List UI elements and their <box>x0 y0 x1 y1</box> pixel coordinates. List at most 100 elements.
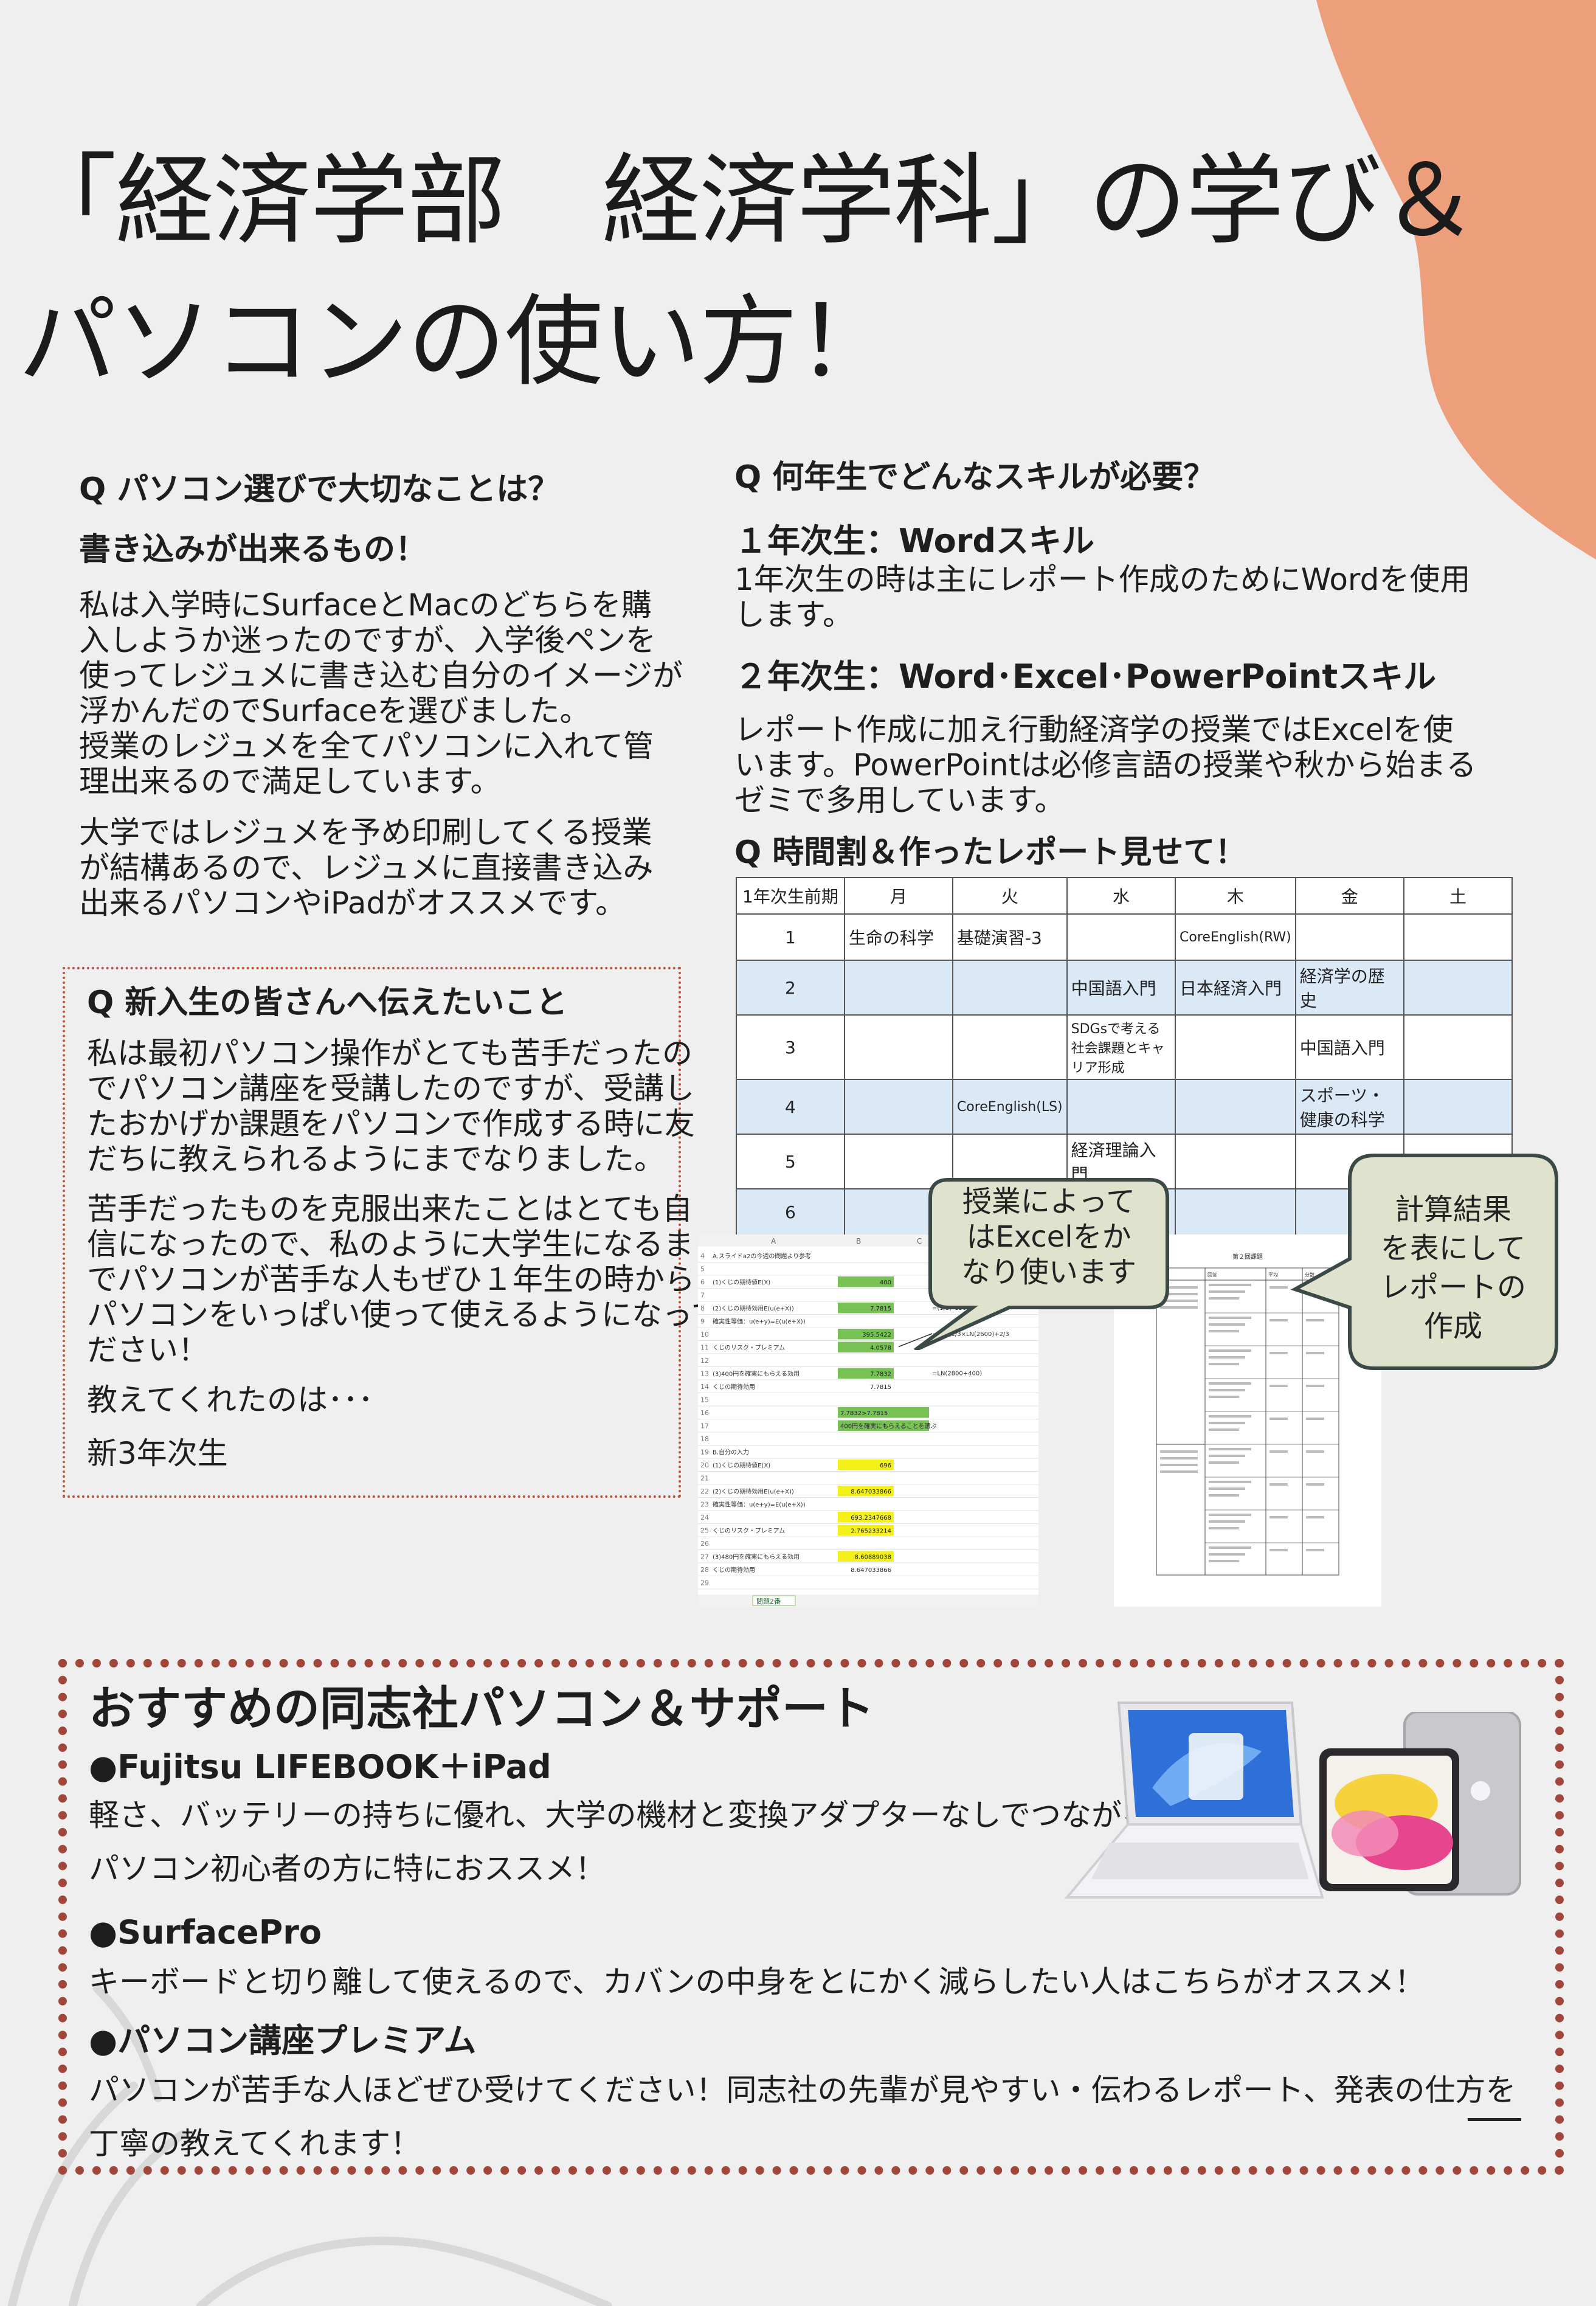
timetable-cell <box>1403 1079 1513 1135</box>
report-text-line <box>1209 1356 1245 1359</box>
q2-grade: 新3年次生 <box>87 1436 228 1471</box>
sheet-row-number: 20 <box>700 1461 709 1469</box>
report-text-line <box>1209 1330 1239 1332</box>
rec-item-3-line-1: パソコンが苦手な人ほどぜひ受けてください！同志社の先輩が見やすい・伝わるレポート… <box>89 2072 1516 2108</box>
day-tue: 火 <box>952 877 1068 915</box>
report-text-line <box>1209 1396 1239 1398</box>
report-value-line <box>1270 1352 1288 1354</box>
report-text-line <box>1209 1323 1245 1326</box>
q1-paragraph-1: 私は入学時にSurfaceとMacのどちらを購 入しようか迷ったのですが、入学後… <box>79 587 683 799</box>
timetable-cell: CoreEnglish(RW) <box>1175 913 1296 961</box>
timetable-cell <box>1403 1014 1513 1080</box>
recommend-title: おすすめの同志社パソコン＆サポート <box>89 1681 874 1736</box>
sheet-value: 693.2347668 <box>851 1515 891 1522</box>
rec-item-1-line-1: 軽さ、バッテリーの持ちに優れ、大学の機材と変換アダプターなしでつながる！ <box>89 1798 1183 1833</box>
sheet-label: (1)くじの期待値E(X) <box>713 1278 770 1286</box>
timetable-cell <box>952 1014 1068 1080</box>
sheet-label: (3)480円を確実にもらえる効用 <box>713 1553 800 1561</box>
day-mon: 月 <box>843 877 953 915</box>
report-text-line <box>1209 1290 1245 1293</box>
rec-item-2-heading: ●SurfacePro <box>89 1913 322 1951</box>
q2-paragraph-2: 苦手だったものを克服出来たことはとても自 信になったので、私のように大学生になる… <box>87 1191 751 1368</box>
sheet-row-number: 6 <box>700 1278 705 1286</box>
sheet-label: くじの期待効用 <box>713 1566 755 1574</box>
report-q-text <box>1160 1457 1198 1459</box>
year1-heading: １年次生：Wordスキル <box>734 522 1095 560</box>
report-text-line <box>1209 1389 1245 1391</box>
divider-dash <box>1468 2118 1521 2121</box>
report-value-line <box>1306 1352 1324 1354</box>
report-text-line <box>1209 1461 1239 1464</box>
rec-item-2-line-1: キーボードと切り離して使えるので、カバンの中身をとにかく減らしたい人はこちらがオ… <box>89 1964 1425 2000</box>
sheet-tab-bar <box>698 1594 1038 1607</box>
report-value-line <box>1306 1319 1324 1321</box>
sheet-row-number: 21 <box>700 1475 709 1483</box>
excel-bubble-text: 授業によって はExcelをか なり使います <box>961 1185 1136 1289</box>
q1-paragraph-2: 大学ではレジュメを予め印刷してくる授業 が結構あるので、レジュメに直接書き込み … <box>79 815 654 921</box>
report-value-line <box>1270 1516 1288 1518</box>
sheet-formula: =EXP(1/3×LN(2600)+2/3 <box>932 1331 1009 1338</box>
q2-box: Q 新入生の皆さんへ伝えたいこと 私は最初パソコン操作がとても苦手だったの でパ… <box>63 967 751 1498</box>
report-text-line <box>1209 1527 1239 1529</box>
sheet-value: 7.7832>7.7815 <box>840 1410 888 1417</box>
timetable-cell <box>843 1014 953 1080</box>
sheet-row-number: 4 <box>700 1252 705 1260</box>
report-value-line <box>1270 1418 1288 1420</box>
ipad-image <box>1319 1712 1521 1896</box>
q1-section: Q パソコン選びで大切なことは？ 書き込みが出来るもの！ 私は入学時にSurfa… <box>79 463 683 921</box>
report-text-line <box>1209 1415 1251 1418</box>
report-text-line <box>1209 1297 1239 1300</box>
report-text-line <box>1209 1553 1245 1556</box>
report-text-line <box>1209 1514 1251 1516</box>
report-bubble-text: 計算結果 を表にして レポートの 作成 <box>1380 1193 1526 1343</box>
report-text-line <box>1209 1494 1239 1497</box>
report-value-line <box>1270 1286 1288 1289</box>
year2-text: レポート作成に加え行動経済学の授業ではExcelを使 います。PowerPoin… <box>734 712 1477 818</box>
rec-item-1-heading: ●Fujitsu LIFEBOOK＋iPad <box>89 1748 551 1786</box>
sheet-label: くじの期待効用 <box>713 1383 755 1391</box>
report-text-line <box>1209 1520 1245 1523</box>
report-value-line <box>1270 1450 1288 1453</box>
sheet-row-number: 19 <box>700 1449 709 1456</box>
report-doc-graphic: 第２回課題質問回答平均分散 <box>1156 1253 1339 1576</box>
sheet-value: 2.765233214 <box>851 1528 891 1535</box>
day-wed: 水 <box>1066 877 1176 915</box>
rec-item-3-line-2: 丁寧の教えてくれます！ <box>89 2126 421 2161</box>
excel-speech-bubble <box>914 1178 1169 1350</box>
sheet-highlight <box>838 1303 894 1314</box>
sheet-row-number: 28 <box>700 1566 709 1574</box>
sheet-row-number: 14 <box>700 1383 709 1391</box>
timetable-cell <box>1175 1134 1296 1189</box>
sheet-label: (3)400円を確実にもらえる効用 <box>713 1370 800 1378</box>
page-title-line-1: 「経済学部 経済学科」の学び＆ <box>18 144 1479 258</box>
sheet-highlight <box>838 1525 894 1536</box>
report-text-line <box>1209 1363 1239 1365</box>
timetable-cell: 生命の科学 <box>843 913 953 961</box>
sheet-value: 8.647033866 <box>851 1567 891 1574</box>
timetable-cell: 経済学の歴史 <box>1294 960 1405 1016</box>
sheet-highlight <box>838 1276 894 1287</box>
report-text-line <box>1209 1560 1239 1562</box>
report-value-line <box>1270 1385 1288 1387</box>
sheet-value: 4.0578 <box>870 1345 891 1352</box>
rec-item-1-line-2: パソコン初心者の方に特におススメ！ <box>89 1851 606 1886</box>
q1-question: Q パソコン選びで大切なことは？ <box>79 471 560 508</box>
sheet-formula: =LN(2800+400) <box>932 1371 982 1377</box>
report-q-text <box>1160 1470 1198 1473</box>
sheet-highlight <box>838 1512 894 1523</box>
sheet-row-number: 24 <box>700 1514 709 1522</box>
page-title-line-2: パソコンの使い方！ <box>18 285 895 400</box>
period-number: 1 <box>736 913 845 961</box>
report-col-header: 分散 <box>1305 1272 1314 1278</box>
report-value-line <box>1306 1549 1324 1551</box>
report-text-line <box>1209 1284 1251 1286</box>
sheet-row-number: 5 <box>700 1266 705 1273</box>
sheet-highlight <box>838 1407 929 1418</box>
timetable-cell <box>1403 913 1513 961</box>
year2-heading: ２年次生：Word･Excel･PowerPointスキル <box>734 657 1437 696</box>
timetable-cell <box>1175 1014 1296 1080</box>
sheet-col-header: C <box>917 1237 922 1245</box>
sheet-label: A.スライドa2の今週の問題より参考 <box>713 1252 811 1260</box>
sheet-label: B.自分の入力 <box>713 1449 749 1456</box>
